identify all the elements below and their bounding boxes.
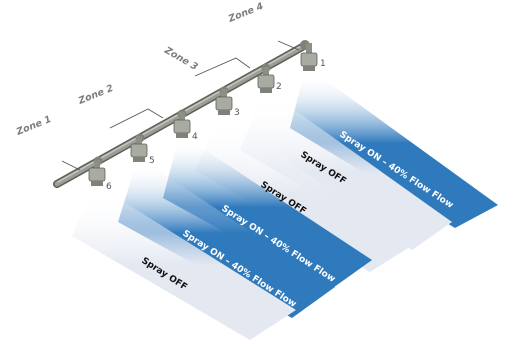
- spray-band-nozzle-2: [240, 96, 452, 250]
- spray-band-nozzle-3: [195, 118, 408, 272]
- nozzle-5: [130, 136, 148, 162]
- zone-label-4: Zone 4: [226, 1, 265, 25]
- nozzle-4: [173, 112, 191, 138]
- nozzle-number-6: 6: [106, 182, 112, 192]
- zone-label-1: Zone 1: [14, 114, 53, 138]
- zone-label-2: Zone 2: [76, 83, 115, 107]
- spray-band-nozzle-6: [72, 190, 296, 340]
- spray-band-nozzle-5: [118, 164, 335, 318]
- spray-band-nozzle-1: [290, 74, 498, 228]
- zone-brackets: [61, 40, 300, 171]
- spray-band-nozzle-4: [163, 140, 372, 290]
- nozzles: [88, 43, 318, 186]
- zone-3-bracket: [194, 57, 251, 77]
- nozzle-6: [88, 160, 106, 186]
- nozzle-number-3: 3: [234, 108, 240, 118]
- zone-labels: Zone 1 Zone 2 Zone 3 Zone 4: [14, 1, 265, 138]
- zone-4-bracket: [277, 40, 300, 51]
- nozzle-number-1: 1: [320, 59, 326, 69]
- spray-bands: [72, 74, 498, 340]
- zone-label-3: Zone 3: [162, 45, 200, 73]
- nozzle-number-4: 4: [192, 132, 198, 142]
- nozzle-numbers: 1 2 3 4 5 6: [106, 59, 326, 192]
- zone-2-bracket: [109, 108, 164, 129]
- nozzle-2: [257, 67, 275, 93]
- zone-1-bracket: [61, 160, 81, 171]
- nozzle-1: [300, 43, 318, 71]
- nozzle-number-2: 2: [276, 82, 282, 92]
- nozzle-3: [215, 89, 233, 115]
- nozzle-number-5: 5: [149, 156, 155, 166]
